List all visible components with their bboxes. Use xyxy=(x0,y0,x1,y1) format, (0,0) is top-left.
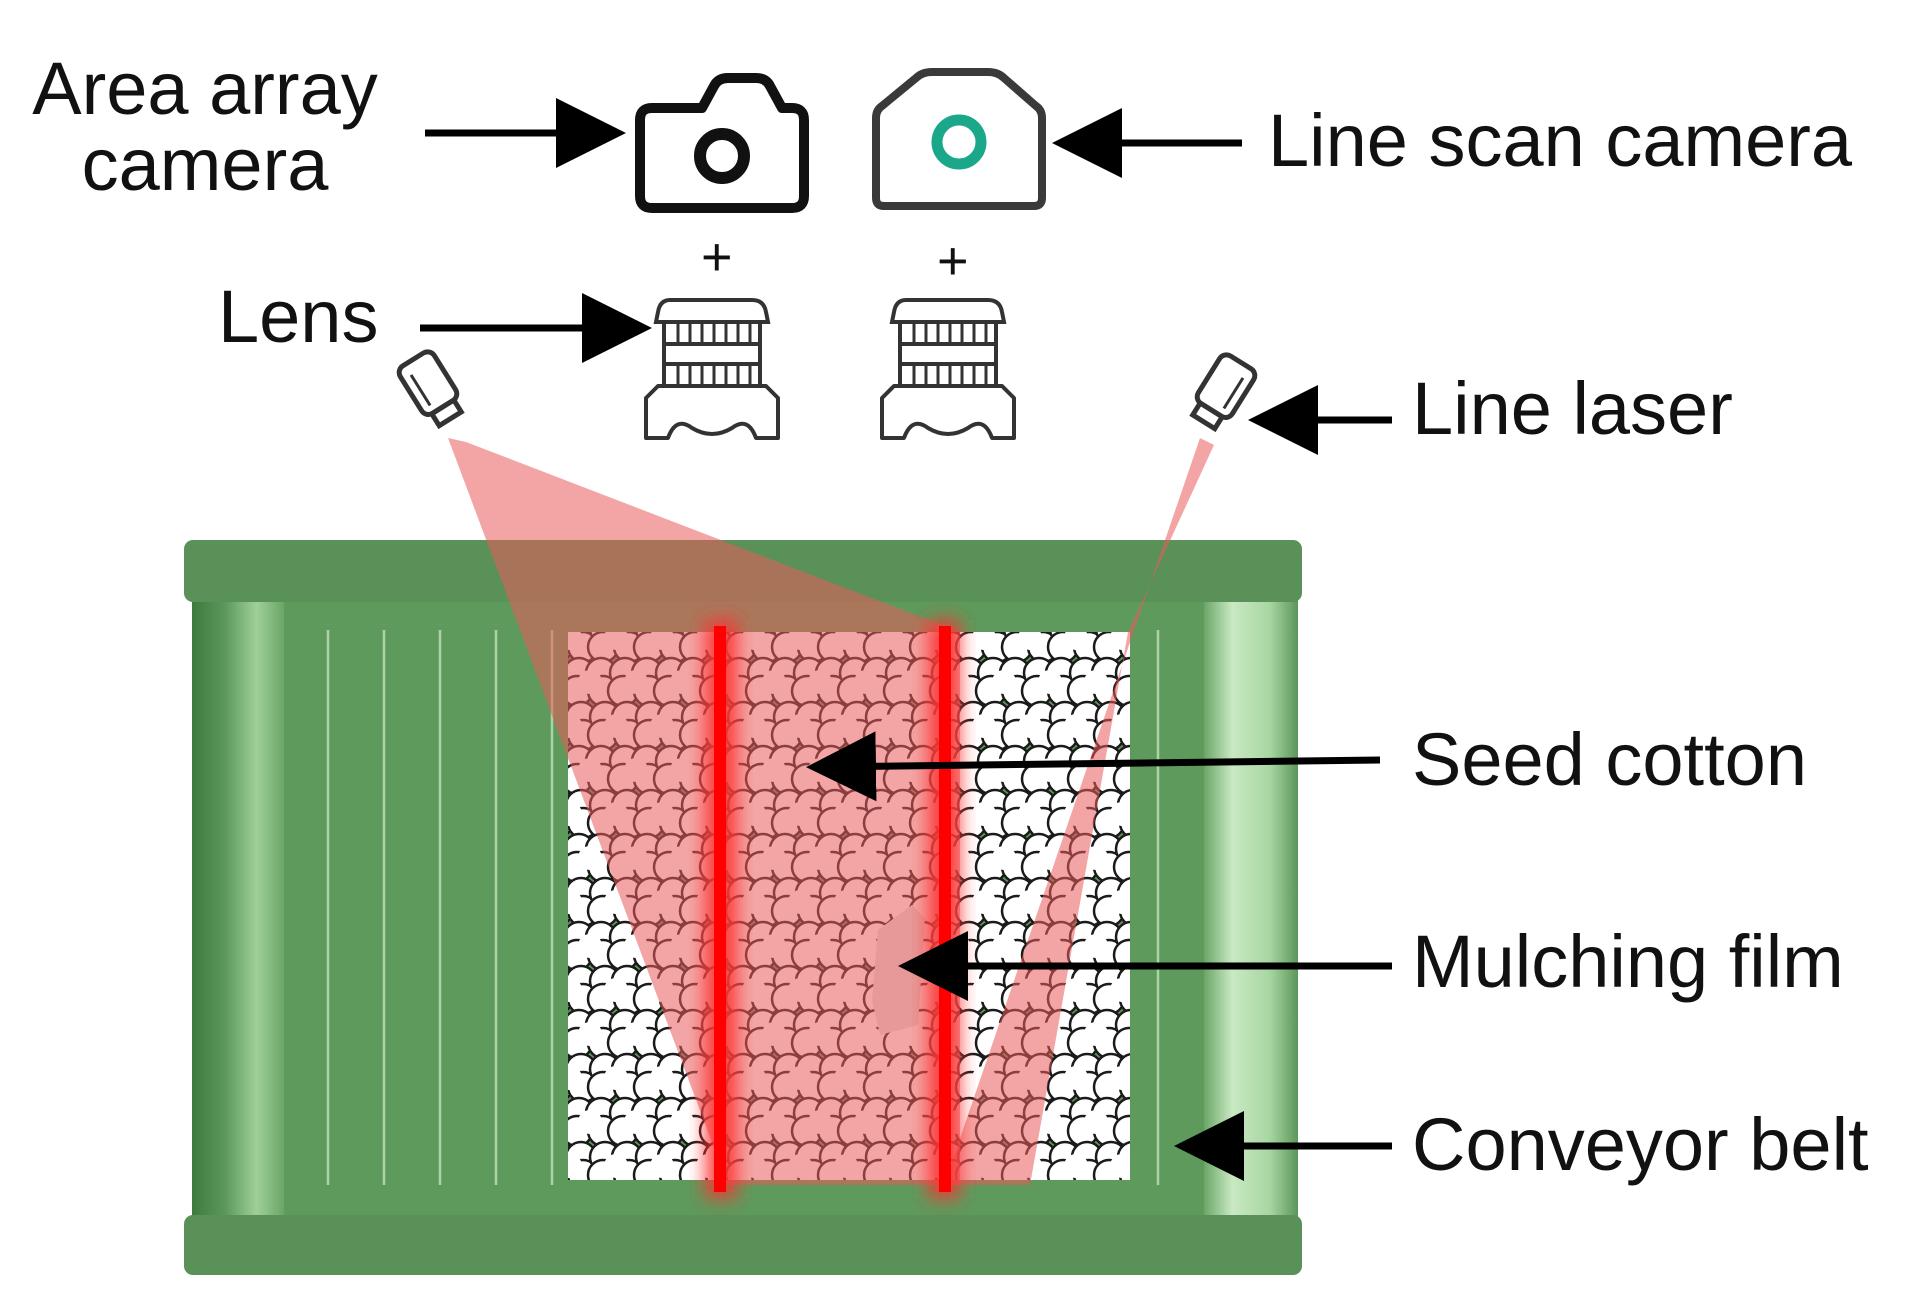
plus-sign-right: + xyxy=(937,231,969,291)
label-line-scan-camera: Line scan camera xyxy=(1268,99,1853,182)
laser-beam-right xyxy=(944,438,1214,1185)
label-line-laser: Line laser xyxy=(1412,367,1733,450)
belt-right-roller xyxy=(1204,590,1298,1228)
plus-sign-left: + xyxy=(701,227,733,287)
label-mulching-film: Mulching film xyxy=(1412,920,1844,1003)
belt-lines xyxy=(326,630,1160,1185)
belt-bottom-rail xyxy=(184,1215,1302,1275)
line-laser-icon xyxy=(1189,352,1258,433)
lens-icon xyxy=(880,298,1016,440)
label-lens: Lens xyxy=(218,275,379,358)
belt-left-roller xyxy=(192,590,284,1228)
laser-beams xyxy=(448,438,1214,1185)
camera-icon xyxy=(872,68,1046,210)
label-conveyor-belt: Conveyor belt xyxy=(1412,1103,1869,1186)
label-area-array-camera-line2: camera xyxy=(81,123,329,206)
line-laser-icon xyxy=(396,349,465,430)
arrow-seed-cotton xyxy=(806,731,1381,802)
lens-icon xyxy=(644,298,780,440)
camera-icon xyxy=(635,73,809,213)
laser-beam-left xyxy=(448,438,960,1185)
arrows xyxy=(420,98,1392,1181)
label-area-array-camera-line1: Area array xyxy=(32,47,378,130)
label-area-array-camera: Area array camera xyxy=(20,52,390,202)
label-seed-cotton: Seed cotton xyxy=(1412,718,1807,801)
